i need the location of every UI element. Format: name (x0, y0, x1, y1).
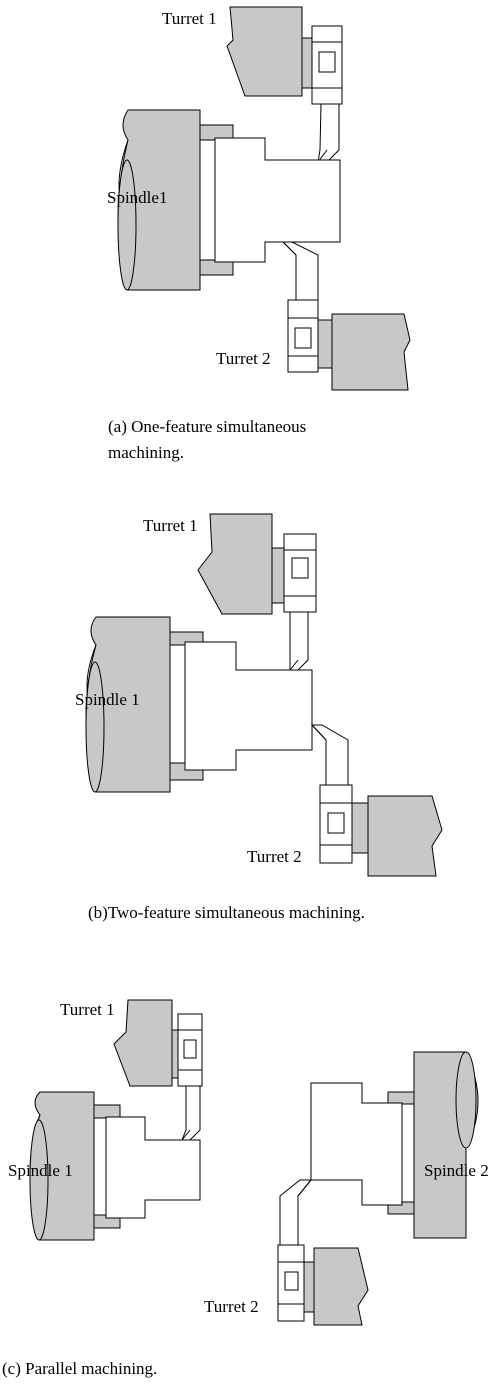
turret-2-label: Turret 2 (216, 349, 271, 368)
caption-a-line2: machining. (108, 443, 184, 462)
turret-2-label: Turret 2 (247, 847, 302, 866)
turret-1-label: Turret 1 (162, 9, 217, 28)
caption-b: (b)Two-feature simultaneous machining. (88, 903, 365, 922)
turret-1-tool-square (183, 1039, 197, 1059)
turret-1-tool-square (291, 557, 309, 579)
turret-1-mount (271, 547, 285, 604)
turret-2-tool-square (294, 327, 312, 349)
spindle-2-label: Spindle 2 (424, 1161, 489, 1180)
spindle-2-chuck (401, 1103, 415, 1203)
turret-1-mount (301, 37, 313, 89)
caption-a-line1: (a) One-feature simultaneous (108, 417, 306, 436)
workpiece-b (184, 641, 313, 771)
figure-c: Turret 1 Turret 2 Spindle 1 Spindle 2 (c… (2, 999, 489, 1378)
turret-2-mount (317, 319, 333, 369)
turret-2-tool-square (327, 812, 345, 834)
spindle-1-chuck (169, 644, 186, 764)
spindle-1-label: Spindle 1 (8, 1161, 73, 1180)
spindle-label: Spindle 1 (75, 690, 140, 709)
turret-1-body (113, 999, 173, 1087)
figure-a: Turret 1 Turret 2 Spindle1 (a) One-featu… (107, 6, 411, 462)
turret-1-body (226, 6, 303, 97)
turret-2-tool-shank (279, 1179, 313, 1246)
caption-c: (c) Parallel machining. (2, 1359, 157, 1378)
spindle-1-end (117, 159, 137, 291)
spindle-1-end (85, 661, 105, 793)
turret-2-tool-square (284, 1271, 299, 1291)
figure-b: Turret 1 Turret 2 Spindle 1 (b)Two-featu… (75, 513, 443, 922)
spindle-2-end (455, 1051, 477, 1149)
turret-1-label: Turret 1 (143, 516, 198, 535)
spindle-label: Spindle1 (107, 188, 167, 207)
turret-1-body (197, 513, 273, 615)
turret-2-label: Turret 2 (204, 1297, 259, 1316)
turret-2-body (367, 795, 443, 877)
turret-2-mount (351, 802, 369, 854)
turret-1-tool-shank (181, 1085, 201, 1141)
spindle-1-end (29, 1119, 49, 1241)
spindle-1-chuck (93, 1117, 107, 1216)
turret-2-body (313, 1247, 369, 1326)
turret-1-tool-shank (317, 103, 340, 163)
turret-2-body (331, 313, 411, 391)
workpiece-a (214, 137, 341, 263)
turret-1-tool-shank (289, 611, 309, 671)
turret-1-label: Turret 1 (60, 1000, 115, 1019)
workpiece-c-left (105, 1116, 201, 1219)
spindle-1-chuck (199, 139, 216, 261)
turret-1-tool-holder (177, 1013, 203, 1087)
turret-1-tool-square (318, 51, 336, 73)
turret-2-tool-shank (281, 241, 319, 301)
turret-2-tool-shank (310, 724, 349, 786)
turret-2-mount (303, 1261, 315, 1313)
